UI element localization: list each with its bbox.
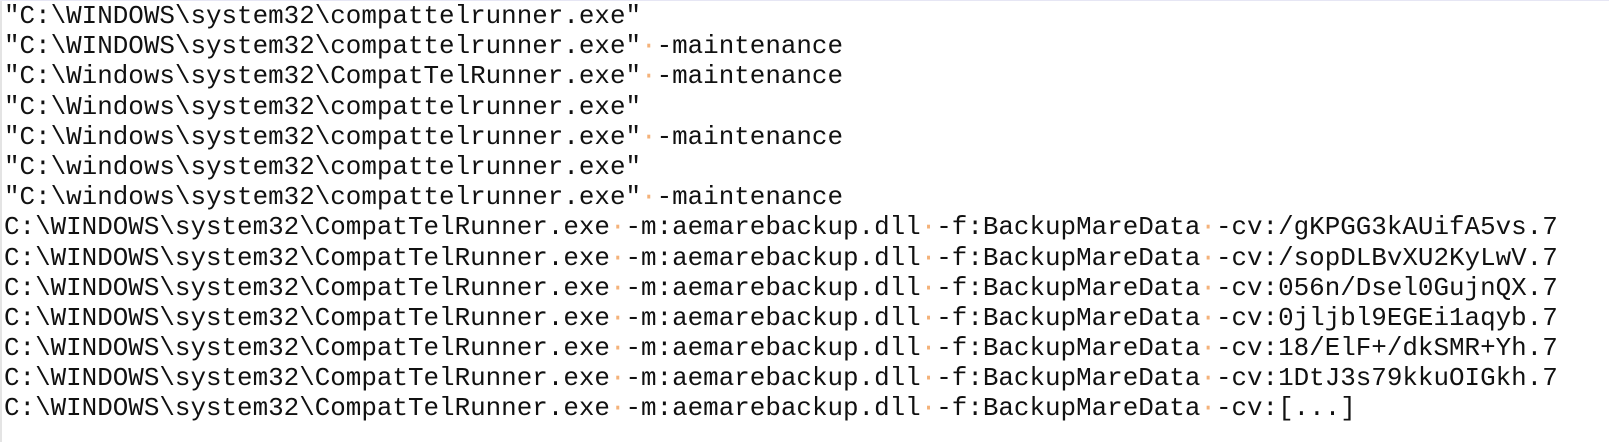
command-token: -m:aemarebackup.dll: [625, 212, 921, 243]
command-token: "C:\windows\system32\compattelrunner.exe…: [4, 182, 642, 213]
command-token: -cv:/sopDLBvXU2KyLwV.7: [1215, 242, 1558, 273]
command-token: -f:BackupMareData: [936, 363, 1201, 394]
command-token: -cv:/gKPGG3kAUifA5vs.7: [1215, 212, 1558, 243]
command-token: -f:BackupMareData: [936, 242, 1201, 273]
editor-line[interactable]: C:\WINDOWS\system32\CompatTelRunner.exe·…: [4, 273, 1558, 303]
whitespace-marker: ·: [609, 212, 626, 243]
editor-line[interactable]: C:\WINDOWS\system32\CompatTelRunner.exe·…: [4, 303, 1558, 333]
whitespace-marker: ·: [920, 302, 937, 333]
whitespace-marker: ·: [1200, 212, 1216, 243]
command-token: "C:\windows\system32\compattelrunner.exe…: [4, 151, 642, 182]
whitespace-marker: ·: [1200, 393, 1216, 424]
command-token: -m:aemarebackup.dll: [625, 302, 921, 333]
whitespace-marker: ·: [641, 61, 657, 92]
whitespace-marker: ·: [920, 363, 937, 394]
command-token: -maintenance: [656, 182, 844, 213]
whitespace-marker: ·: [609, 393, 626, 424]
command-token: -maintenance: [656, 31, 844, 62]
command-token: -m:aemarebackup.dll: [625, 333, 921, 364]
command-token: C:\WINDOWS\system32\CompatTelRunner.exe: [4, 393, 610, 424]
command-token: C:\WINDOWS\system32\CompatTelRunner.exe: [4, 302, 610, 333]
editor-line[interactable]: "C:\WINDOWS\system32\compattelrunner.exe…: [4, 1, 1558, 31]
command-token: "C:\Windows\system32\compattelrunner.exe…: [4, 121, 642, 152]
whitespace-marker: ·: [1200, 242, 1216, 273]
command-token: "C:\Windows\system32\CompatTelRunner.exe…: [4, 61, 642, 92]
editor-line[interactable]: C:\WINDOWS\system32\CompatTelRunner.exe·…: [4, 363, 1558, 393]
editor-line[interactable]: "C:\Windows\system32\compattelrunner.exe…: [4, 122, 1558, 152]
whitespace-marker: ·: [641, 31, 657, 62]
whitespace-marker: ·: [920, 242, 937, 273]
command-token: -cv:18/ElF+/dkSMR+Yh.7: [1215, 333, 1558, 364]
whitespace-marker: ·: [1200, 333, 1216, 364]
command-token: -m:aemarebackup.dll: [625, 363, 921, 394]
command-token: "C:\WINDOWS\system32\compattelrunner.exe…: [4, 31, 642, 62]
editor-line[interactable]: "C:\windows\system32\compattelrunner.exe…: [4, 182, 1558, 212]
whitespace-marker: ·: [920, 272, 937, 303]
command-line-list: "C:\WINDOWS\system32\compattelrunner.exe…: [4, 1, 1558, 424]
command-token: C:\WINDOWS\system32\CompatTelRunner.exe: [4, 212, 610, 243]
command-token: -f:BackupMareData: [936, 333, 1201, 364]
command-token: C:\WINDOWS\system32\CompatTelRunner.exe: [4, 333, 610, 364]
command-token: -f:BackupMareData: [936, 272, 1201, 303]
command-token: -f:BackupMareData: [936, 302, 1201, 333]
editor-line[interactable]: "C:\windows\system32\compattelrunner.exe…: [4, 152, 1558, 182]
whitespace-marker: ·: [609, 242, 626, 273]
editor-line[interactable]: C:\WINDOWS\system32\CompatTelRunner.exe·…: [4, 212, 1558, 242]
editor-line[interactable]: C:\WINDOWS\system32\CompatTelRunner.exe·…: [4, 243, 1558, 273]
whitespace-marker: ·: [609, 363, 626, 394]
command-token: -cv:0jljbl9EGEi1aqyb.7: [1215, 302, 1558, 333]
whitespace-marker: ·: [641, 182, 657, 213]
editor-line[interactable]: "C:\Windows\system32\CompatTelRunner.exe…: [4, 61, 1558, 91]
command-token: -maintenance: [656, 61, 844, 92]
command-token: "C:\WINDOWS\system32\compattelrunner.exe…: [4, 1, 642, 31]
command-token: C:\WINDOWS\system32\CompatTelRunner.exe: [4, 363, 610, 394]
command-token: -m:aemarebackup.dll: [625, 272, 921, 303]
editor-line[interactable]: C:\WINDOWS\system32\CompatTelRunner.exe·…: [4, 393, 1558, 423]
command-token: -maintenance: [656, 121, 844, 152]
command-token: -m:aemarebackup.dll: [625, 242, 921, 273]
whitespace-marker: ·: [609, 302, 626, 333]
editor-left-border: [0, 1, 2, 442]
command-token: -cv:[...]: [1215, 393, 1356, 424]
command-token: -f:BackupMareData: [936, 393, 1201, 424]
whitespace-marker: ·: [920, 393, 937, 424]
command-token: -cv:056n/Dsel0GujnQX.7: [1215, 272, 1558, 303]
whitespace-marker: ·: [641, 121, 657, 152]
command-token: -f:BackupMareData: [936, 212, 1201, 243]
command-token: C:\WINDOWS\system32\CompatTelRunner.exe: [4, 242, 610, 273]
command-token: C:\WINDOWS\system32\CompatTelRunner.exe: [4, 272, 610, 303]
command-token: "C:\Windows\system32\compattelrunner.exe…: [4, 91, 642, 122]
command-token: -m:aemarebackup.dll: [625, 393, 921, 424]
command-token: -cv:1DtJ3s79kkuOIGkh.7: [1215, 363, 1558, 394]
whitespace-marker: ·: [920, 333, 937, 364]
editor-line[interactable]: "C:\WINDOWS\system32\compattelrunner.exe…: [4, 31, 1558, 61]
whitespace-marker: ·: [609, 272, 626, 303]
whitespace-marker: ·: [609, 333, 626, 364]
whitespace-marker: ·: [1200, 363, 1216, 394]
editor-line[interactable]: C:\WINDOWS\system32\CompatTelRunner.exe·…: [4, 333, 1558, 363]
whitespace-marker: ·: [920, 212, 937, 243]
whitespace-marker: ·: [1200, 302, 1216, 333]
whitespace-marker: ·: [1200, 272, 1216, 303]
editor-line[interactable]: "C:\Windows\system32\compattelrunner.exe…: [4, 92, 1558, 122]
